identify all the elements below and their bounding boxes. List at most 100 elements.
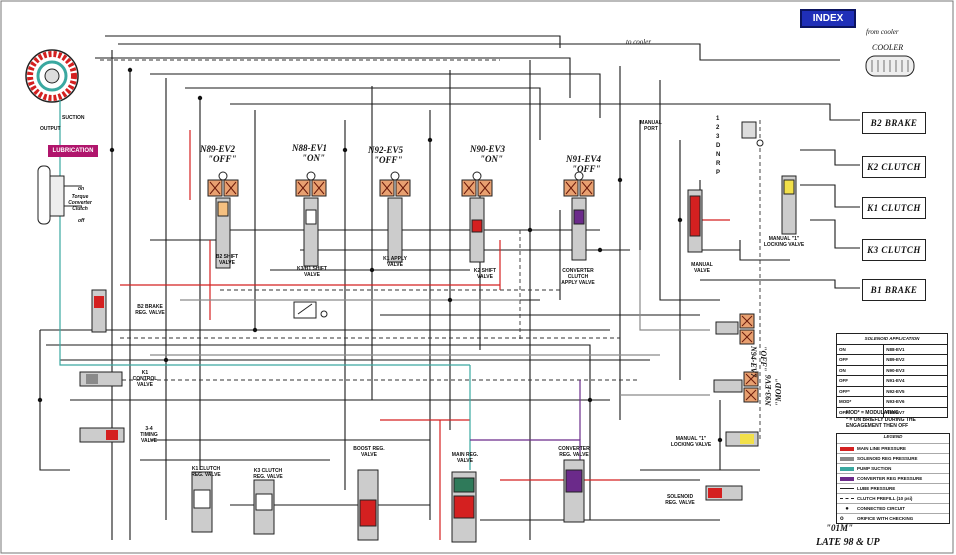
k3b1-shift-valve-label: K3/B1 SHIFT VALVE: [296, 266, 327, 278]
solenoid-table-title: SOLENOID APPLICATION: [836, 333, 948, 345]
manual-valve-label: MANUAL VALVE: [691, 262, 713, 274]
gear-3: 3: [716, 134, 720, 140]
k3-clutch-reg-label: K3 CLUTCH REG. VALVE: [253, 468, 283, 480]
output-label: OUTPUT: [40, 126, 61, 132]
index-button[interactable]: INDEX: [800, 9, 856, 28]
solenoid-reg-valve-body: [705, 485, 743, 501]
gear-n: N: [716, 152, 721, 158]
solenoid-1: [207, 171, 239, 269]
gear-1: 1: [716, 116, 720, 122]
main-line-pressure: [120, 130, 730, 540]
k3-clutch-reg-valve-body: [253, 479, 275, 535]
solenoid-4-name: N90-EV3: [470, 144, 506, 154]
gear-2: 2: [716, 125, 720, 131]
torque-converter-label: Torque Converter Clutch: [68, 194, 92, 212]
table-note-1: MOD* = MODULATING: [846, 410, 899, 416]
gear-r: R: [716, 161, 721, 167]
n94-name: N94-EV7: [749, 346, 758, 378]
suction-label: SUCTION: [62, 115, 85, 121]
legend-box: LEGEND MAIN LINE PRESSURE SOLENOID REG P…: [836, 433, 950, 524]
b1-brake-box: B1 BRAKE: [862, 279, 926, 301]
k2-shift-valve-label: K2 SHIFT VALVE: [473, 268, 497, 280]
legend-title: LEGEND: [883, 434, 903, 439]
n94-state: "OFF": [759, 346, 768, 372]
main-reg-label: MAIN REG. VALVE: [451, 452, 479, 464]
timing-valve-label: 3-4 TIMING VALVE: [140, 426, 158, 444]
solenoid-5: [563, 171, 595, 261]
check-valve-icon: [293, 301, 328, 319]
legend-item: ●CONNECTED CIRCUIT: [837, 503, 949, 513]
table-row: MOD*N93-EV6: [835, 396, 948, 408]
k3-clutch-box: K3 CLUTCH: [862, 239, 926, 261]
solenoid-1-state: "OFF": [208, 154, 237, 164]
manual-valve-body: [687, 175, 797, 253]
b2-shift-valve-label: B2 SHIFT VALVE: [215, 254, 239, 266]
solenoid-3: [379, 171, 411, 263]
legend-item: PUMP SUCTION: [837, 463, 949, 473]
manual-1-locking-label-2: MANUAL "1" LOCKING VALVE: [670, 436, 712, 448]
cooler-label: COOLER: [872, 43, 904, 52]
converter-reg-valve-body: [563, 459, 585, 523]
manual-port-label: MANUAL PORT: [640, 120, 662, 132]
legend-item: LUBE PRESSURE: [837, 483, 949, 493]
legend-item: SOLENOID REG PRESSURE: [837, 453, 949, 463]
k1-clutch-reg-valve-body: [191, 471, 213, 533]
to-cooler-label: to cooler: [626, 38, 652, 46]
solenoid-reg-valve-label: SOLENOID REG. VALVE: [665, 494, 695, 506]
torque-off-label: off: [78, 218, 85, 224]
b2-brake-reg-label: B2 BRAKE REG. VALVE: [135, 304, 165, 316]
legend-item: MAIN LINE PRESSURE: [837, 443, 949, 453]
b2-brake-box: B2 BRAKE: [862, 112, 926, 134]
k1-clutch-box: K1 CLUTCH: [862, 197, 926, 219]
k2-clutch-box: K2 CLUTCH: [862, 156, 926, 178]
model-label: "01M": [826, 523, 853, 533]
legend-item: CLUTCH PREFILL (10 psi): [837, 493, 949, 503]
prefill-lines: [80, 59, 761, 440]
solenoid-5-name: N91-EV4: [566, 154, 602, 164]
manual-1-locking-label: MANUAL "1" LOCKING VALVE: [763, 236, 805, 248]
solenoid-2-state: "ON": [302, 153, 325, 163]
solenoid-5-state: "OFF": [572, 164, 601, 174]
solenoid-2-name: N88-EV1: [292, 143, 328, 153]
solenoid-3-name: N92-EV5: [368, 145, 404, 155]
b2-brake-reg-valve-body: [91, 289, 107, 333]
gear-p: P: [716, 170, 721, 176]
boost-reg-valve-body: [357, 469, 379, 541]
solenoid-1-name: N89-EV2: [200, 144, 236, 154]
timing-valve-body: [79, 427, 125, 443]
converter-clutch-apply-valve-label: CONVERTER CLUTCH APPLY VALVE: [561, 268, 595, 286]
manual-port-symbol: [741, 121, 764, 147]
cooler-icon: [865, 55, 915, 77]
model-year-label: LATE 98 & UP: [816, 537, 880, 548]
solenoid-4-state: "ON": [480, 154, 503, 164]
main-reg-valve-body: [451, 471, 477, 543]
manual-1-locking-valve-2-body: [725, 431, 759, 447]
k1-apply-valve-label: K1 APPLY VALVE: [383, 256, 407, 268]
torque-converter-icon: [37, 165, 82, 225]
legend-item: CONVERTER REG PRESSURE: [837, 473, 949, 483]
from-cooler-label: from cooler: [866, 28, 899, 36]
k1-control-valve-body: [79, 371, 123, 387]
k1-clutch-reg-label: K1 CLUTCH REG. VALVE: [191, 466, 221, 478]
solenoid-3-state: "OFF": [374, 155, 403, 165]
converter-reg-label: CONVERTER REG. VALVE: [558, 446, 590, 458]
gear-d: D: [716, 143, 721, 149]
solenoid-n93: [713, 371, 759, 403]
k1-control-valve-label: K1 CONTROL VALVE: [132, 370, 158, 388]
n93-state: "MOD": [774, 378, 783, 406]
torque-on-label: on: [78, 186, 85, 192]
table-note-2: * = ON BRIEFLY DURING THE ENGAGEMENT THE…: [846, 417, 916, 429]
boost-reg-label: BOOST REG. VALVE: [353, 446, 385, 458]
pump-gear-icon: [25, 49, 79, 103]
solenoid-2: [295, 171, 327, 267]
solenoid-4: [461, 171, 493, 263]
n93-name: N93-EV6: [764, 374, 773, 406]
